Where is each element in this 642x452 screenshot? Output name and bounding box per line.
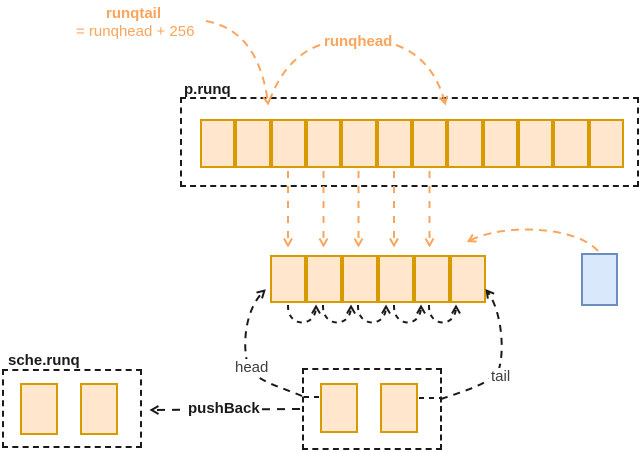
transfer-slot (270, 255, 306, 303)
runqtail-label: runqtail (106, 5, 161, 22)
sche-runq-slot (20, 383, 58, 435)
runqhead-new-pointer-curve (395, 44, 449, 106)
transfer-slot (342, 255, 378, 303)
pushback-label: pushBack (186, 400, 262, 418)
runqtail-pointer-curve (205, 20, 273, 106)
transfer-slot (414, 255, 450, 303)
gqueue-container-box (302, 368, 442, 450)
p-runq-slot (376, 119, 412, 168)
g-link-loop-5 (427, 304, 461, 324)
p-runq-slot (235, 119, 271, 168)
p-runq-slot (270, 119, 306, 168)
runqhead-old-pointer-curve (270, 44, 321, 98)
g-link-loop-4 (392, 304, 426, 324)
p-runq-slot (447, 119, 483, 168)
head-label: head (233, 359, 271, 377)
p-runq-array (200, 119, 624, 168)
gqueue-slot (380, 383, 418, 433)
p-runq-slot (305, 119, 342, 168)
runqtail-formula-label: = runqhead + 256 (76, 23, 195, 40)
p-runq-slot (200, 119, 236, 168)
sche-runq-container-box (2, 369, 142, 448)
g-link-loop-3 (356, 304, 391, 324)
head-pointer-curve (244, 289, 303, 397)
p-runq-container-box (180, 97, 639, 187)
transfer-slot (378, 255, 414, 303)
p-runq-slot (553, 119, 589, 168)
g-link-loop-1 (286, 304, 321, 324)
runqhead-label: runqhead (324, 33, 393, 50)
pushback-arrow (149, 405, 301, 415)
p-runq-label: p.runq (184, 81, 231, 98)
incoming-g-slot (581, 253, 618, 306)
p-runq-slot (588, 119, 624, 168)
g-link-loop-2 (321, 304, 356, 324)
gqueue-slot (320, 383, 358, 433)
p-runq-slot (411, 119, 448, 168)
p-runq-slot (482, 119, 518, 168)
new-g-insert-curve (466, 228, 599, 252)
p-runq-slot (341, 119, 377, 168)
sche-runq-label: sche.runq (8, 352, 80, 369)
p-runq-slot (517, 119, 554, 168)
tail-label: tail (489, 368, 513, 386)
transfer-slot (306, 255, 342, 303)
transfer-slot (450, 255, 486, 303)
g-slot (581, 253, 618, 306)
sche-runq-slot (80, 383, 118, 435)
transfer-batch-row (270, 255, 486, 303)
